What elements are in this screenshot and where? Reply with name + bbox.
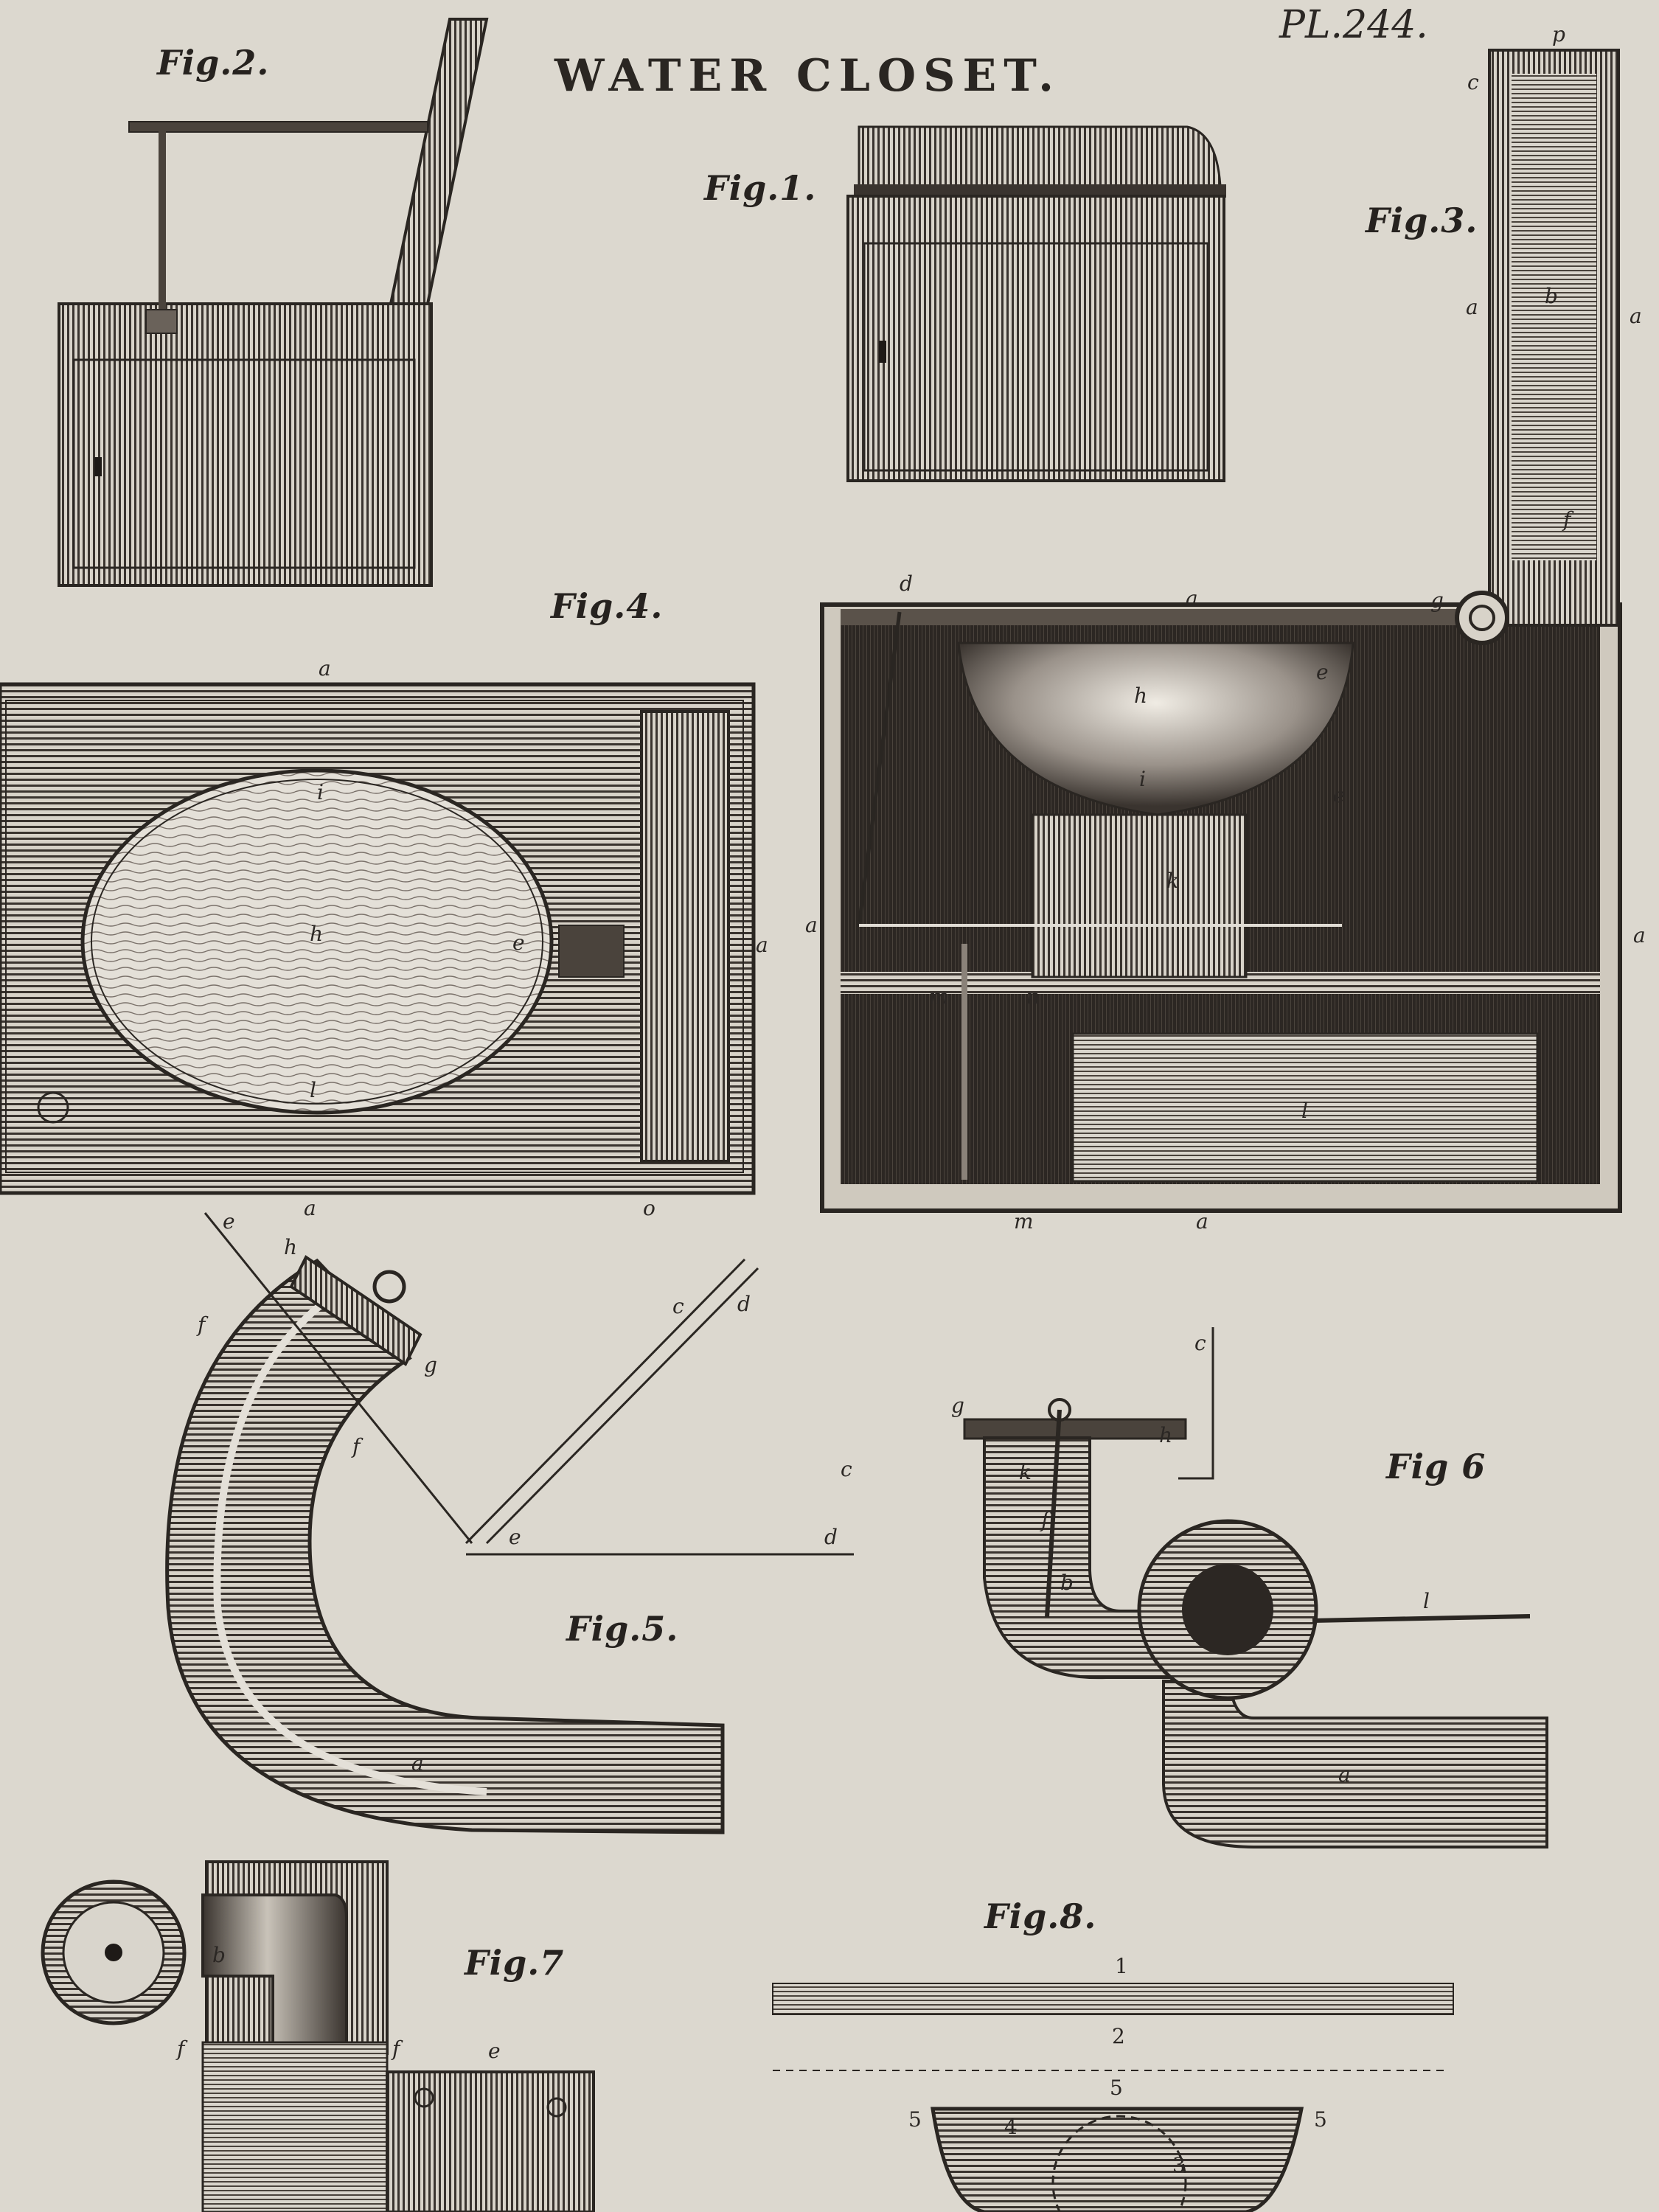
fig5-letter: h — [284, 1235, 298, 1259]
fig1-drawing — [846, 125, 1226, 482]
fig3-letter: d — [900, 571, 913, 596]
fig4-letter: l — [310, 1078, 316, 1102]
fig7-label: Fig.7 — [465, 1943, 565, 1983]
fig5-letter: d — [737, 1292, 751, 1316]
fig3-letter: h — [1134, 684, 1148, 708]
fig3-letter: e — [1316, 660, 1329, 684]
fig5-drawing — [165, 1212, 854, 1834]
fig3-letter: p — [1552, 22, 1565, 46]
fig5-letter: e — [223, 1209, 235, 1234]
fig3-drawing — [820, 49, 1622, 1213]
fig5-letter: f — [352, 1434, 361, 1458]
fig5-letter: d — [824, 1525, 838, 1549]
fig7-letter: b — [212, 1943, 226, 1967]
fig3-letter: k — [1166, 869, 1179, 893]
fig4-letter: a — [304, 1196, 316, 1220]
fig7-letter: f — [392, 2037, 400, 2061]
fig7-letter: e — [488, 2039, 501, 2063]
fig7-letter: f — [177, 2037, 185, 2061]
fig3-letter: n — [1026, 984, 1040, 1009]
fig3-letter: a — [1633, 923, 1646, 947]
fig4-letter: o — [643, 1196, 655, 1220]
fig8-letter: 1 — [1115, 1954, 1128, 1978]
fig6-letter: k — [1019, 1460, 1032, 1484]
fig5-letter: e — [509, 1525, 521, 1549]
fig8-letter: 5 — [1110, 2076, 1123, 2100]
fig3-letter: a — [1630, 304, 1642, 328]
fig6-letter: g — [951, 1394, 964, 1418]
fig3-letter: a — [1466, 295, 1478, 319]
fig3-letter: e — [1333, 783, 1346, 807]
fig3-letter: a — [1186, 586, 1198, 611]
plate-title: WATER CLOSET. — [554, 50, 1062, 102]
fig5-label: Fig.5. — [566, 1609, 679, 1649]
fig5-letter: g — [424, 1353, 437, 1377]
fig2-label: Fig.2. — [157, 43, 270, 83]
fig3-letter: b — [1545, 284, 1558, 308]
fig4-letter: h — [310, 922, 324, 946]
fig3-letter: a — [805, 913, 818, 937]
fig6-letter: l — [1423, 1589, 1430, 1613]
fig4-drawing — [0, 682, 756, 1195]
plate-number: PL.244. — [1279, 3, 1428, 47]
fig3-letter: m — [929, 984, 949, 1009]
fig6-drawing — [963, 1327, 1548, 1848]
fig5-letter: c — [672, 1294, 684, 1318]
fig4-label: Fig.4. — [551, 586, 664, 626]
fig5-letter: f — [198, 1312, 206, 1337]
fig3-letter: f — [1563, 507, 1571, 532]
fig8-letter: 5 — [1314, 2107, 1327, 2132]
fig8-label: Fig.8. — [984, 1896, 1097, 1936]
fig2-drawing — [58, 18, 489, 587]
fig4-letter: e — [512, 931, 525, 955]
fig3-label: Fig.3. — [1366, 201, 1478, 240]
fig1-label: Fig.1. — [704, 168, 817, 208]
fig5-letter: c — [841, 1457, 852, 1481]
fig6-letter: a — [1338, 1762, 1351, 1787]
fig3-letter: i — [1139, 767, 1146, 791]
fig8-letter: 2 — [1112, 2024, 1125, 2048]
fig3-letter: a — [1196, 1209, 1208, 1234]
fig3-letter: c — [1467, 70, 1479, 94]
fig7-drawing — [41, 1860, 595, 2212]
fig3-letter: m — [1014, 1209, 1034, 1234]
fig3-letter: l — [1301, 1099, 1308, 1123]
fig6-letter: f — [1041, 1508, 1049, 1532]
fig4-letter: i — [317, 780, 324, 804]
fig5-letter: a — [411, 1751, 424, 1775]
fig8-letter: 5 — [908, 2107, 922, 2132]
fig6-letter: h — [1159, 1423, 1173, 1447]
fig4-letter: a — [319, 656, 331, 681]
fig3-letter: g — [1430, 588, 1444, 613]
fig6-label: Fig 6 — [1386, 1447, 1486, 1486]
fig8-letter: 3 — [1172, 2153, 1186, 2177]
fig8-drawing — [772, 1983, 1454, 2212]
fig6-letter: c — [1194, 1331, 1206, 1355]
fig4-letter: a — [756, 933, 768, 957]
fig6-letter: b — [1060, 1571, 1074, 1595]
fig8-letter: 4 — [1004, 2115, 1018, 2139]
